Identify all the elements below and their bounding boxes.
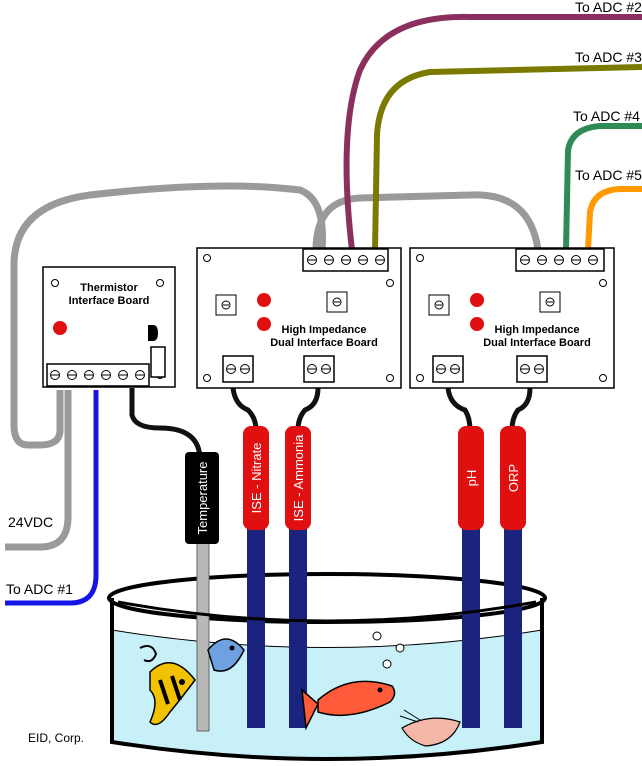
nitrate-cable: [230, 387, 259, 431]
hi-z-1-title-2: Dual Interface Board: [270, 337, 378, 349]
top-terminal-block: [302, 248, 389, 272]
ph-probe: pH: [458, 426, 484, 728]
tank-wall: [110, 598, 544, 761]
adc1-wire: [5, 390, 99, 606]
bubbles: [372, 631, 405, 669]
adc1-label: To ADC #1: [6, 581, 73, 597]
adc5-wire: [585, 186, 642, 251]
nitrate-probe: ISE - Nitrate: [243, 426, 269, 728]
component-box: [150, 346, 166, 378]
ph-probe-label: pH: [464, 470, 479, 487]
nitrate-probe-label: ISE - Nitrate: [249, 443, 264, 514]
orp-probe-label: ORP: [506, 464, 521, 492]
led-indicator: [257, 293, 271, 307]
bus-cable-2: [312, 191, 542, 251]
orp-probe: ORP: [500, 426, 526, 728]
component-icon: [148, 325, 158, 341]
hi-z-board-1: High Impedance Dual Interface Board: [196, 247, 402, 389]
probe-terminal-b: [516, 355, 548, 383]
temperature-probe-label: Temperature: [195, 462, 210, 535]
credit-label: EID, Corp.: [28, 731, 84, 745]
bus-cable: [10, 182, 327, 449]
thermistor-interface-board: Thermistor Interface Board: [42, 266, 176, 388]
probe-terminal-a: [432, 355, 464, 383]
hi-z-1-title-1: High Impedance: [282, 324, 367, 336]
adc4-label: To ADC #4: [573, 108, 640, 124]
led-indicator: [470, 317, 484, 331]
adc2-label: To ADC #2: [575, 0, 642, 15]
adc4-wire: [563, 123, 642, 251]
adc2-wire: [343, 13, 642, 251]
probe-terminal-b: [303, 355, 335, 383]
top-terminal-block: [515, 248, 605, 272]
temp-probe-cable: [129, 388, 203, 461]
blue-fish-icon: [207, 638, 245, 672]
adc3-wire: [372, 64, 642, 251]
terminal-block: [46, 363, 150, 387]
orp-cable: [509, 387, 533, 431]
temperature-probe: Temperature: [185, 452, 219, 732]
tank-rim: [117, 600, 537, 623]
shrimp-icon: [399, 709, 461, 747]
led-indicator: [53, 321, 67, 335]
thermistor-board-title-1: Thermistor: [80, 282, 138, 294]
adc3-label: To ADC #3: [575, 49, 642, 65]
hi-z-2-title-2: Dual Interface Board: [483, 337, 591, 349]
angelfish-icon: [139, 645, 196, 726]
red-fish-icon: [301, 680, 396, 731]
ammonia-probe-label: ISE - Ammonia: [291, 434, 306, 521]
hi-z-2-title-1: High Impedance: [495, 324, 580, 336]
power-cable: [5, 390, 72, 551]
probe-terminal-a: [222, 355, 254, 383]
ph-cable: [445, 387, 473, 431]
led-indicator: [257, 317, 271, 331]
thermistor-board-title-2: Interface Board: [69, 295, 150, 307]
adc5-label: To ADC #5: [575, 167, 642, 183]
hi-z-board-2: High Impedance Dual Interface Board: [409, 247, 615, 389]
ammonia-cable: [295, 387, 321, 431]
ammonia-probe: ISE - Ammonia: [285, 426, 311, 728]
power-label: 24VDC: [8, 514, 53, 530]
led-indicator: [470, 293, 484, 307]
